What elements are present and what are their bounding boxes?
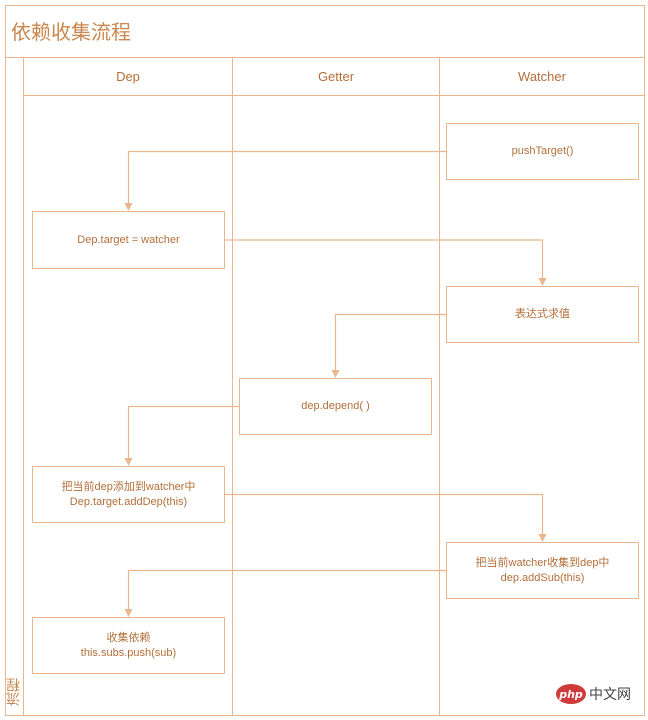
node-dep-target: Dep.target = watcher [32,211,225,269]
edge-add_dep-to-add_sub [225,493,547,542]
title-bar [5,5,645,58]
node-line: 把当前watcher收集到dep中 [475,556,610,569]
edge-dep_target-to-eval_expr [225,239,547,286]
node-line: Dep.target = watcher [77,233,180,246]
lane-header-dep: Dep [24,58,233,96]
php-logo-icon: php [556,684,586,704]
node-line: pushTarget() [511,145,574,157]
node-line: dep.addSub(this) [500,571,585,584]
node-line: Dep.target.addDep(this) [69,495,188,508]
edge-push_target-to-dep_target [124,150,446,211]
diagram-title: 依赖收集流程 [11,20,131,44]
node-push-target: pushTarget() [446,123,639,180]
node-line: this.subs.push(sub) [80,646,177,659]
lane-header-watcher: Watcher [440,58,645,96]
lane-header-getter: Getter [233,58,440,96]
node-line: 表达式求值 [515,308,570,320]
node-dep-depend: dep.depend( ) [239,378,432,435]
edge-add_sub-to-collect [124,569,446,617]
edge-dep_depend-to-add_dep [124,405,239,466]
side-label-column [5,58,24,716]
watermark: php 中文网 [556,684,631,704]
node-collect-dependency: 收集依赖 this.subs.push(sub) [32,617,225,674]
node-add-dep: 把当前dep添加到watcher中 Dep.target.addDep(this… [32,466,225,523]
lane-getter [233,96,440,716]
node-add-sub: 把当前watcher收集到dep中 dep.addSub(this) [446,542,639,599]
node-line: 收集依赖 [106,631,151,644]
node-evaluate-expression: 表达式求值 [446,286,639,343]
watermark-text: 中文网 [589,687,631,703]
lane-watcher [440,96,645,716]
edge-eval_expr-to-dep_depend [331,313,446,378]
node-line: 把当前dep添加到watcher中 [61,480,196,493]
node-line: dep.depend( ) [301,400,370,412]
